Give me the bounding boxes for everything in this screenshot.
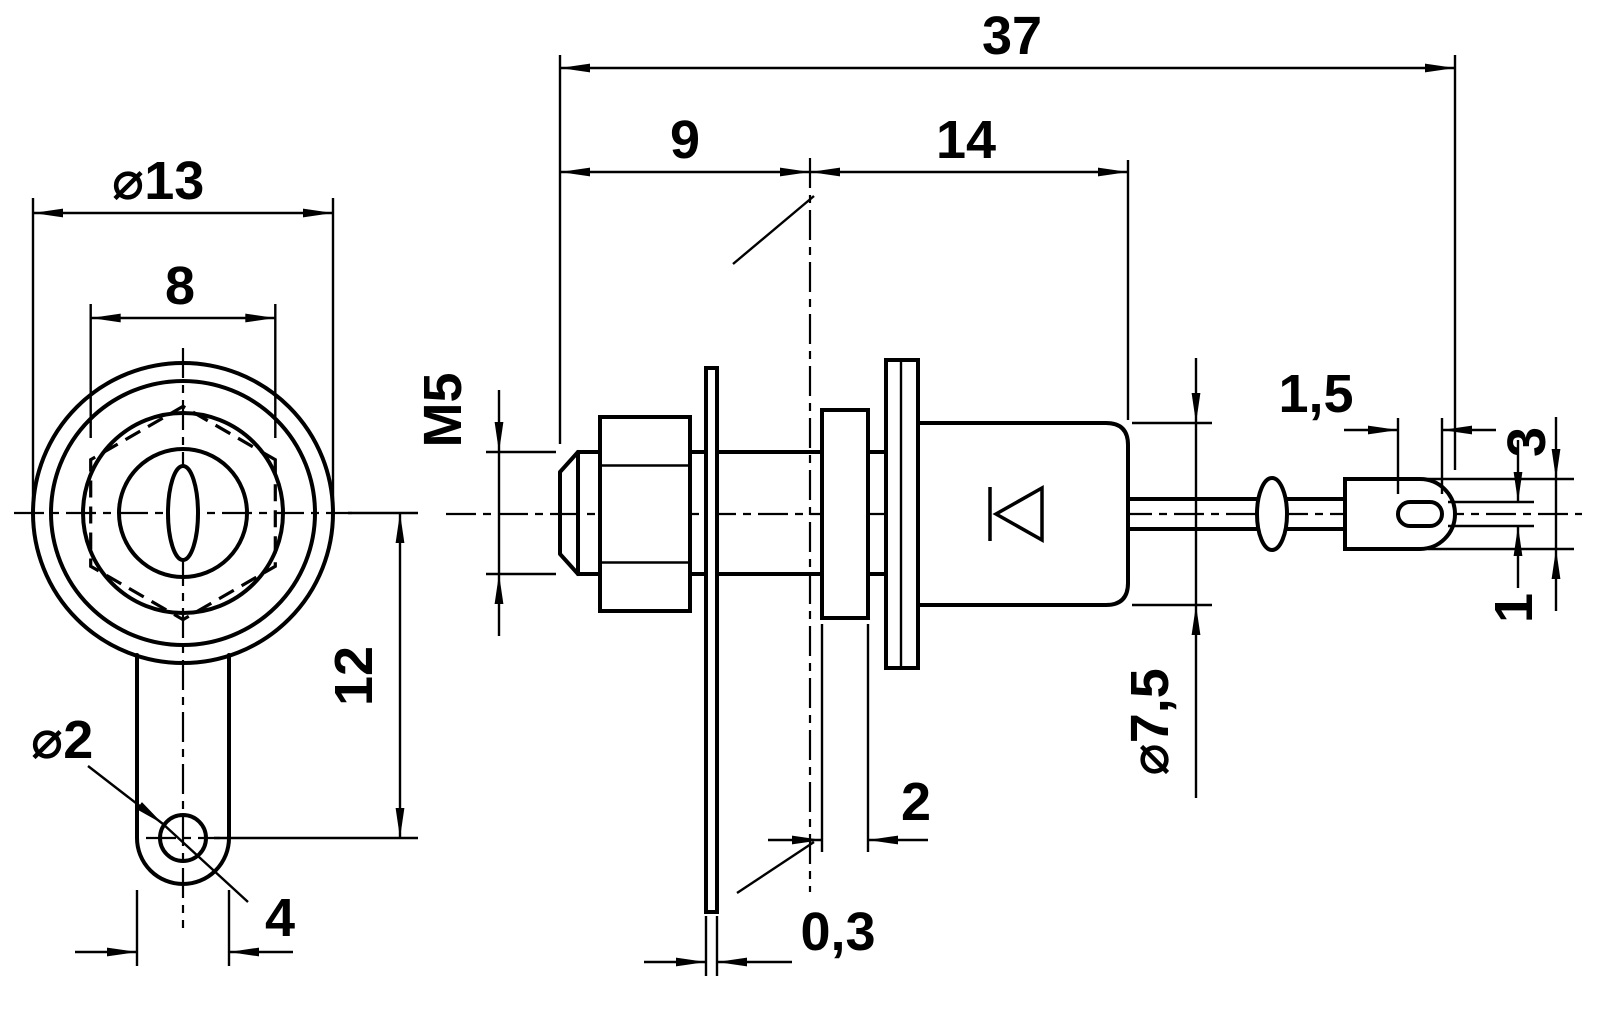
solder-lug-tab-outline bbox=[135, 653, 231, 886]
dim-lug-hole-diameter: ⌀2 bbox=[31, 710, 249, 903]
dim-label-total-length: 37 bbox=[982, 6, 1042, 66]
dim-label-lug-hole-distance: 12 bbox=[324, 646, 384, 706]
dim-terminal-width: 3 bbox=[1428, 417, 1574, 611]
dim-label-terminal-hole-width: 1 bbox=[1484, 593, 1544, 623]
side-view bbox=[558, 358, 1457, 914]
dim-label-nut-across-flats: 8 bbox=[165, 256, 195, 316]
dim-label-terminal-hole-length: 1,5 bbox=[1278, 364, 1353, 424]
dim-terminal-hole-length: 1,5 bbox=[1278, 364, 1496, 494]
dim-label-flange-diameter: ⌀13 bbox=[112, 151, 205, 211]
dim-label-lug-plate-thickness: 0,3 bbox=[800, 902, 875, 962]
dim-body-length: 14 bbox=[810, 110, 1130, 420]
lead-bead bbox=[1255, 476, 1289, 552]
dim-lug-plate-thickness: 0,3 bbox=[644, 902, 876, 976]
diode-body-barrel bbox=[916, 421, 1130, 607]
dim-thread-size: M5 bbox=[413, 372, 556, 636]
dim-terminal-hole-width: 1 bbox=[1448, 440, 1544, 623]
bend-slash-bottom bbox=[736, 840, 815, 895]
dim-label-body-diameter: ⌀7,5 bbox=[1120, 668, 1180, 776]
flange-outer-circle bbox=[31, 361, 335, 665]
dim-label-washer-thickness: 2 bbox=[901, 772, 931, 832]
dim-nut-across-flats: 8 bbox=[89, 256, 277, 438]
dim-lug-tab-width: 4 bbox=[75, 888, 295, 966]
lead-wire-lines bbox=[1126, 497, 1350, 531]
solder-lug-plate-edge bbox=[704, 366, 719, 914]
flange-rim-circle bbox=[49, 379, 317, 647]
dim-label-body-length: 14 bbox=[936, 110, 996, 170]
front-view bbox=[31, 361, 335, 886]
hex-nut-flat-lines bbox=[600, 464, 690, 564]
dim-label-lug-hole-diameter: ⌀2 bbox=[31, 710, 94, 770]
dim-lug-hole-distance: 12 bbox=[214, 511, 418, 840]
washer bbox=[820, 408, 870, 620]
stud-end-chamfer bbox=[558, 450, 580, 576]
hex-nut bbox=[598, 415, 692, 613]
dim-label-terminal-width: 3 bbox=[1497, 427, 1557, 457]
screwdriver-slot bbox=[166, 464, 200, 562]
diode-anode-triangle bbox=[992, 485, 1044, 543]
terminal-slot-hole bbox=[1396, 500, 1444, 528]
dim-label-lug-tab-width: 4 bbox=[265, 888, 295, 948]
bend-slash-top bbox=[732, 195, 815, 265]
dimensions: 37 9 14 M5 ⌀13 8 bbox=[31, 6, 1574, 976]
dim-stud-side-length: 9 bbox=[560, 110, 810, 177]
dim-flange-diameter: ⌀13 bbox=[31, 151, 335, 500]
dim-washer-thickness: 2 bbox=[768, 624, 931, 852]
dim-label-stud-side-length: 9 bbox=[670, 110, 700, 170]
dim-label-thread-size: M5 bbox=[413, 372, 473, 447]
nut-chamfer-circle bbox=[81, 411, 285, 615]
diode-symbol bbox=[988, 485, 1044, 543]
lug-hole bbox=[158, 813, 208, 863]
stud-boss-circle bbox=[117, 447, 249, 579]
dim-body-diameter: ⌀7,5 bbox=[1120, 358, 1212, 798]
hidden-hex-nut-outline bbox=[89, 404, 277, 622]
dim-total-length: 37 bbox=[558, 6, 1457, 470]
